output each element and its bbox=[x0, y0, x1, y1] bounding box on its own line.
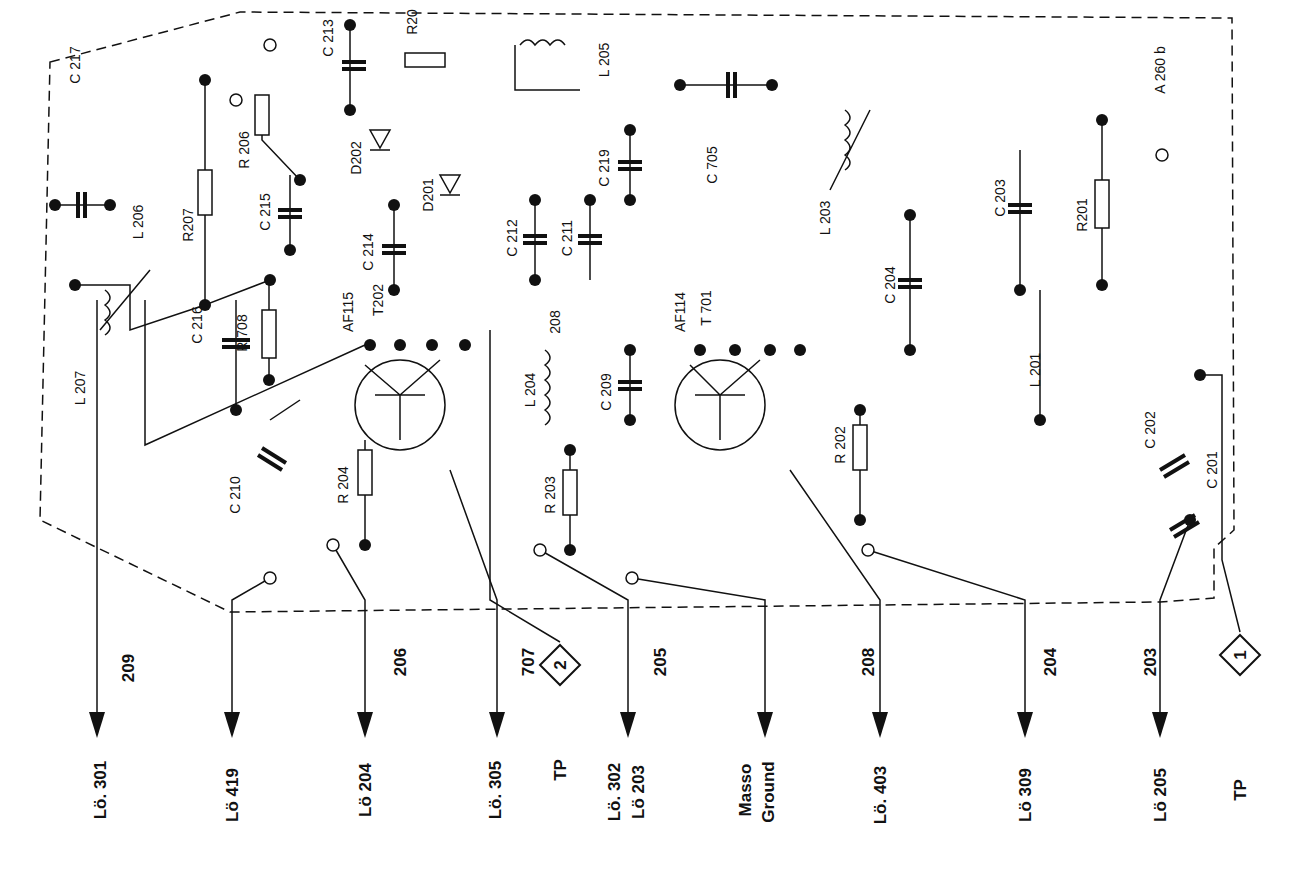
test-point-diamond: 1TP bbox=[1218, 633, 1262, 677]
part-label: C 210 bbox=[228, 476, 242, 513]
part-label: L 207 bbox=[73, 371, 87, 406]
test-point-label: TP bbox=[1232, 779, 1249, 801]
wire-number: 208 bbox=[860, 648, 877, 676]
connector-label: Masso bbox=[737, 764, 754, 817]
part-label: C 216 bbox=[190, 306, 204, 343]
test-point-number: 1 bbox=[1232, 650, 1249, 659]
part-label: D201 bbox=[421, 178, 435, 211]
part-label: R 203 bbox=[543, 476, 557, 513]
part-label: AF114 bbox=[673, 292, 687, 332]
part-label: D202 bbox=[349, 141, 363, 174]
wire-number: 205 bbox=[652, 648, 669, 676]
connector-label: Lö. 301 bbox=[92, 761, 109, 820]
connector-label: Lö 203 bbox=[630, 765, 647, 819]
test-point-number: 2 bbox=[552, 660, 569, 669]
part-label: L 205 bbox=[597, 43, 611, 78]
part-label: C 219 bbox=[597, 149, 611, 186]
connector-label: Ground bbox=[760, 761, 777, 822]
connector-label: Lö 204 bbox=[357, 763, 374, 817]
part-label: R 206 bbox=[237, 131, 251, 168]
wire-number: 707 bbox=[520, 648, 537, 676]
part-label: L 203 bbox=[818, 201, 832, 236]
part-label: A 260 b bbox=[1153, 46, 1167, 94]
part-label: C 201 bbox=[1205, 451, 1219, 488]
connector-label: Lö. 305 bbox=[487, 761, 504, 820]
part-label: R 204 bbox=[336, 466, 350, 503]
part-label: R 708 bbox=[235, 314, 249, 351]
test-point-label: TP bbox=[552, 759, 569, 781]
part-label: T 701 bbox=[699, 290, 713, 326]
part-label: C 209 bbox=[599, 373, 613, 410]
part-label: C 705 bbox=[705, 146, 719, 183]
connector-label: Lö 419 bbox=[224, 768, 241, 822]
part-label: R20 bbox=[405, 9, 419, 35]
part-label: C 211 bbox=[560, 220, 574, 256]
part-label: R201 bbox=[1075, 198, 1089, 231]
part-label: C 217 bbox=[68, 46, 82, 83]
part-label: C 214 bbox=[361, 233, 375, 270]
connector-label: Lö. 302 bbox=[606, 763, 623, 822]
wire-number: 206 bbox=[392, 648, 409, 676]
part-label: C 215 bbox=[258, 193, 272, 230]
wire-number: 204 bbox=[1042, 648, 1059, 676]
test-point-diamond: 2TP bbox=[538, 643, 582, 687]
part-label: C 212 bbox=[505, 219, 519, 256]
connector-label: Lö 205 bbox=[1152, 768, 1169, 822]
part-label: C 202 bbox=[1143, 411, 1157, 448]
part-label: R207 bbox=[181, 208, 195, 241]
part-label: L 201 bbox=[1028, 353, 1042, 388]
part-label: T202 bbox=[371, 284, 385, 316]
connector-label: Lö. 403 bbox=[872, 766, 889, 825]
part-label: C 203 bbox=[993, 179, 1007, 216]
part-label: 208 bbox=[548, 310, 562, 333]
wire-number: 203 bbox=[1142, 648, 1159, 676]
connector-label: Lö 309 bbox=[1017, 768, 1034, 822]
part-label: AF115 bbox=[341, 292, 355, 332]
part-label: R 202 bbox=[833, 426, 847, 463]
part-label: C 204 bbox=[883, 266, 897, 303]
wire-number: 209 bbox=[120, 654, 137, 682]
part-label: L 206 bbox=[131, 205, 145, 240]
part-label: L 204 bbox=[523, 373, 537, 408]
part-label: C 213 bbox=[321, 19, 335, 56]
